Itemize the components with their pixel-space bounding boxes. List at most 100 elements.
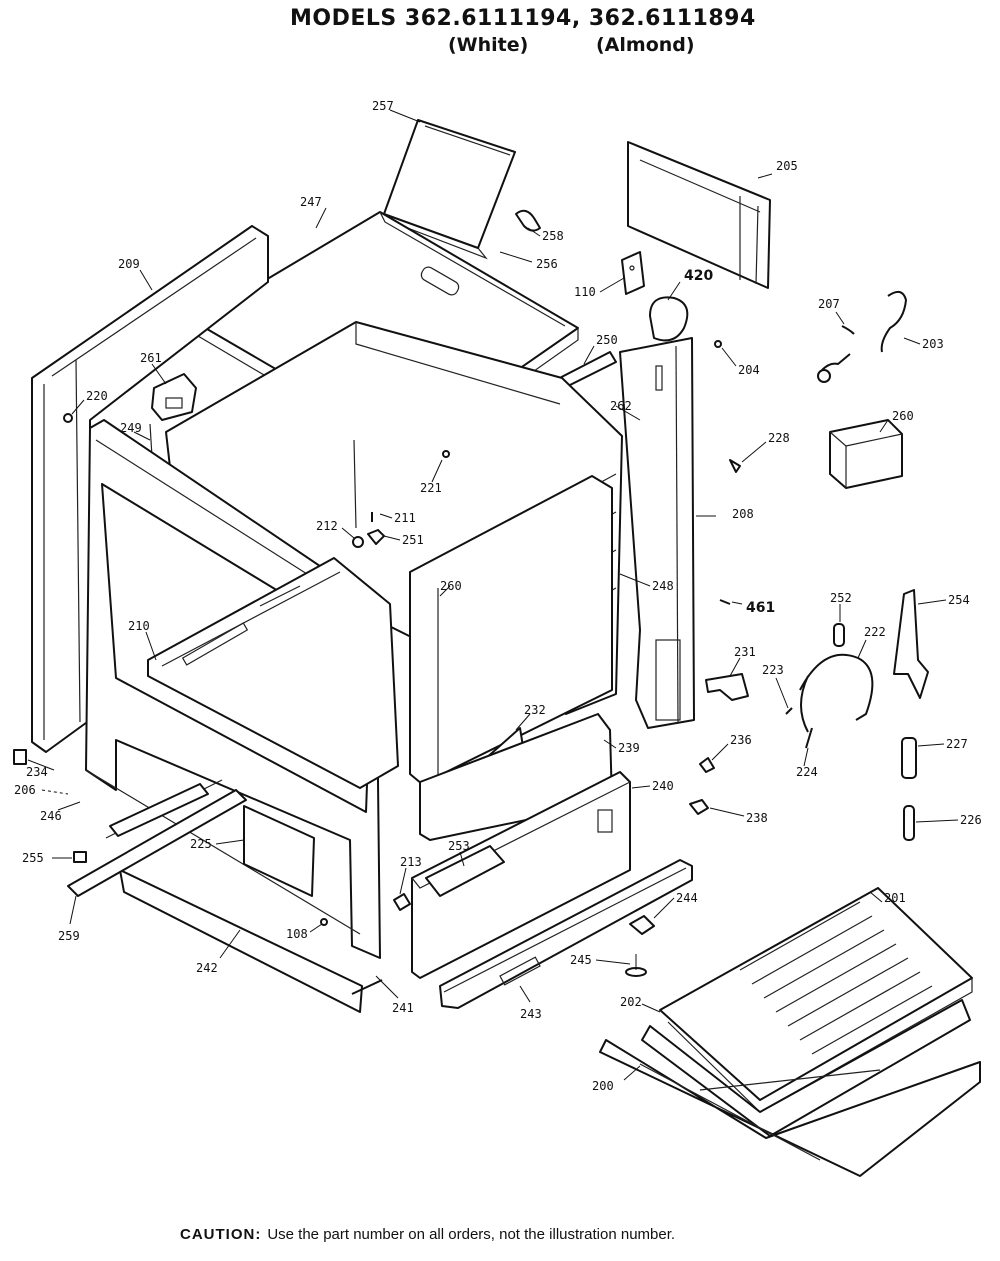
label-249: 249 — [120, 421, 142, 435]
label-201: 201 — [884, 891, 906, 905]
label-211: 211 — [394, 511, 416, 525]
label-420: 420 — [684, 268, 713, 284]
label-246: 246 — [40, 809, 62, 823]
part-245-leveling-leg — [625, 954, 647, 977]
part-260-receptacle — [829, 419, 903, 489]
part-201-broiler-grid — [659, 887, 973, 1113]
label-226: 226 — [960, 813, 982, 827]
part-110-switch — [621, 251, 645, 295]
label-252: 252 — [830, 591, 852, 605]
label-254: 254 — [948, 593, 970, 607]
label-239: 239 — [618, 741, 640, 755]
part-253-handle — [425, 845, 505, 897]
label-243: 243 — [520, 1007, 542, 1021]
label-232: 232 — [524, 703, 546, 717]
part-257-vent-cover — [383, 119, 516, 260]
label-262: 262 — [610, 399, 632, 413]
label-108: 108 — [286, 927, 308, 941]
label-202: 202 — [620, 995, 642, 1009]
label-253: 253 — [448, 839, 470, 853]
label-245: 245 — [570, 953, 592, 967]
label-236: 236 — [730, 733, 752, 747]
part-255-clip — [73, 851, 87, 863]
label-260b: 260 — [440, 579, 462, 593]
part-420-disc — [649, 296, 689, 342]
leader-lines — [27, 109, 959, 1081]
part-254-bracket — [893, 589, 929, 699]
part-234-clip — [13, 749, 27, 765]
part-240-kick-panel — [411, 771, 631, 979]
label-244: 244 — [676, 891, 698, 905]
label-228: 228 — [768, 431, 790, 445]
part-261-bracket — [151, 373, 197, 421]
part-207-clamp — [841, 325, 855, 335]
label-200: 200 — [592, 1079, 614, 1093]
part-209-side-panel — [31, 225, 269, 753]
part-number-labels: 257 247 258 256 205 110 420 209 207 203 … — [14, 99, 982, 1093]
caution-label: CAUTION: — [180, 1226, 262, 1243]
part-259-slide-rail — [67, 779, 247, 897]
part-461-screw — [719, 599, 731, 605]
label-220: 220 — [86, 389, 108, 403]
part-227-valve — [901, 737, 917, 779]
label-221: 221 — [420, 481, 442, 495]
part-258-clip — [515, 209, 541, 232]
part-220-screw — [63, 413, 73, 423]
part-226-spring — [903, 805, 915, 841]
label-213: 213 — [400, 855, 422, 869]
label-461: 461 — [746, 600, 775, 616]
part-252-igniter — [833, 623, 845, 647]
part-204-screw — [714, 340, 722, 348]
label-241: 241 — [392, 1001, 414, 1015]
label-255: 255 — [22, 851, 44, 865]
label-256: 256 — [536, 257, 558, 271]
caution-text: Use the part number on all orders, not t… — [267, 1226, 676, 1243]
part-244-leveler — [629, 915, 655, 935]
part-225-shield — [243, 805, 315, 897]
part-202-broiler-pan — [641, 999, 971, 1137]
label-209: 209 — [118, 257, 140, 271]
label-205: 205 — [776, 159, 798, 173]
part-200-oven-rack — [599, 1039, 981, 1177]
label-260a: 260 — [892, 409, 914, 423]
label-259: 259 — [58, 929, 80, 943]
part-213-screw — [393, 893, 411, 911]
part-242-drawer-rail — [119, 869, 363, 1013]
label-206: 206 — [14, 783, 36, 797]
label-223: 223 — [762, 663, 784, 677]
label-110: 110 — [574, 285, 596, 299]
label-248: 248 — [652, 579, 674, 593]
label-257: 257 — [372, 99, 394, 113]
caution-note: CAUTION: Use the part number on all order… — [180, 1226, 675, 1243]
label-204: 204 — [738, 363, 760, 377]
label-225: 225 — [190, 837, 212, 851]
models-title: MODELS 362.6111194, 362.6111894 — [290, 6, 756, 31]
part-228-clip — [729, 459, 741, 473]
label-247: 247 — [300, 195, 322, 209]
part-236-clip — [699, 757, 715, 773]
label-222: 222 — [864, 625, 886, 639]
part-241-bracket — [351, 979, 383, 995]
label-227: 227 — [946, 737, 968, 751]
label-250: 250 — [596, 333, 618, 347]
part-222-burner — [799, 653, 874, 733]
part-221-screw — [442, 450, 450, 458]
label-234: 234 — [26, 765, 48, 779]
label-212: 212 — [316, 519, 338, 533]
label-208a: 208 — [732, 507, 754, 521]
part-108-screw — [320, 918, 328, 926]
label-251: 251 — [402, 533, 424, 547]
label-224: 224 — [796, 765, 818, 779]
part-224-orifice — [805, 727, 813, 749]
variant-white-label: (White) — [448, 34, 529, 56]
label-207: 207 — [818, 297, 840, 311]
label-240: 240 — [652, 779, 674, 793]
part-208-side-panel — [619, 337, 695, 729]
label-238: 238 — [746, 811, 768, 825]
label-261: 261 — [140, 351, 162, 365]
label-242: 242 — [196, 961, 218, 975]
label-203: 203 — [922, 337, 944, 351]
part-212-nut — [352, 536, 364, 548]
part-238-clip — [689, 799, 709, 815]
